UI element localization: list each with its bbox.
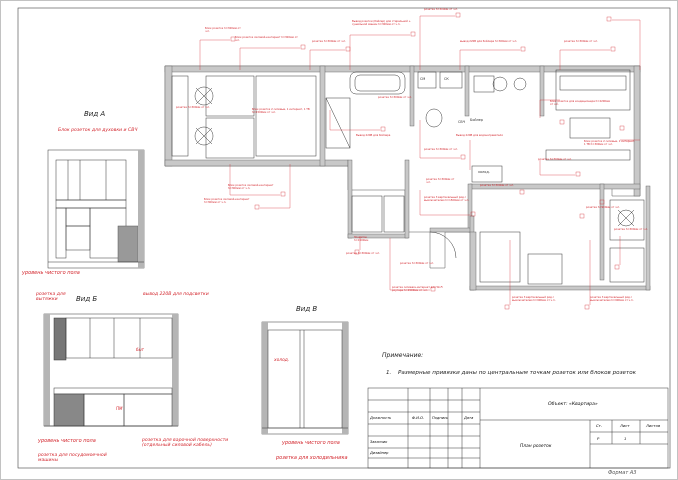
living-furniture xyxy=(513,69,631,161)
tb-sheet-value: 1 xyxy=(624,436,627,441)
view-b-appliance-label: быт xyxy=(136,347,144,352)
callout-bottom-5: розетка силовая+интернет для Wi-Fi роуте… xyxy=(392,286,443,292)
tb-sheets-header: Листов xyxy=(646,423,661,428)
tb-object-label: Объект: «Квартира» xyxy=(548,402,598,407)
callout-top-3: розетка h=300мм от ч.п. xyxy=(312,40,347,43)
callout-bottom-1: Блок розеток силовой+интернет h=300мм от… xyxy=(204,198,250,204)
callout-mid-6: Вывод 220В для бойлера xyxy=(356,134,391,137)
callout-top-5: розетка h=300мм от ч.п. xyxy=(424,8,459,11)
elevation-a xyxy=(47,149,145,269)
callout-bottom-7: розетка h=300мм от ч.п. xyxy=(614,228,649,231)
callout-mid-7: Вывод 220В для водонагревателя xyxy=(456,134,503,137)
view-b-title: Вид Б xyxy=(76,295,98,303)
view-b-cooktop-label: розетка для варочной поверхности (отдель… xyxy=(142,438,229,449)
bathroom-fixtures xyxy=(325,71,508,149)
view-b-hood-label: розетка для вытяжки xyxy=(36,292,66,303)
note-item-text: Размерные привязки даны по центральным т… xyxy=(398,370,637,376)
tb-role-customer: Заказчик xyxy=(370,440,388,444)
view-b-output-label: вывод 220В для подсветки xyxy=(143,292,209,297)
callout-bottom-6: розетка h=300мм от ч.п. xyxy=(400,262,435,265)
tb-sheet-header: Лист xyxy=(620,423,630,428)
view-a-block-label: Блок розеток для духовки и СВЧ xyxy=(58,128,138,133)
callout-mid-5: Блок розеток для кондиционера h=2200мм о… xyxy=(550,100,610,106)
callout-top-4: Вывод розетки (бойлер) для стиральной + … xyxy=(352,20,411,26)
tb-stage-value: Р xyxy=(597,436,600,441)
room-label-sm: СМ xyxy=(420,77,426,81)
view-v-fridge-socket-label: розетка для холодильника xyxy=(276,455,348,461)
view-b-floor-label: уровень чистого пола xyxy=(38,438,96,444)
tb-header-position: Должность xyxy=(370,416,392,420)
lower-bedroom-furniture xyxy=(479,199,645,285)
callout-top-7: розетка h=300мм от ч.п. xyxy=(564,40,599,43)
view-v-floor-label: уровень чистого пола xyxy=(282,440,340,446)
callout-bottom-2: розетка h=300мм от ч.п. xyxy=(480,184,515,187)
tb-role-designer: Дизайнер xyxy=(370,451,389,455)
walls xyxy=(164,65,651,291)
callout-bottom-10: розетка h=900мм от ч.п. xyxy=(586,206,621,209)
callout-top-2: Блок розеток силовой+интернет h=300мм от… xyxy=(235,36,298,42)
callout-mid-4: розетка h=300мм от ч.п. xyxy=(378,96,413,99)
callout-mid-2: розетка h=300мм от ч.п. xyxy=(176,106,211,109)
tb-header-date: Дата xyxy=(464,416,474,420)
hall-fixtures xyxy=(351,165,503,259)
elevation-b xyxy=(43,313,179,427)
view-v-title: Вид В xyxy=(296,305,318,313)
note-heading: Примечание: xyxy=(382,352,424,359)
callout-bottom-9: розетка 3 вертикальный ряд с выключателе… xyxy=(590,296,634,302)
room-label-boiler: Бойлер xyxy=(470,118,484,122)
callout-top-1: Блок розеток h=300мм от ч.п. xyxy=(205,27,241,33)
callout-mid-1: Блок розеток силовой+интернет h=300мм от… xyxy=(228,184,274,190)
callout-mid-9: розетка h=300мм от ч.п. xyxy=(424,148,459,151)
callout-top-6: вывод 220В для бойлера h=300мм от ч.п. xyxy=(460,40,518,43)
view-v-fridge-label: холод. xyxy=(274,358,290,363)
room-label-sk: СК xyxy=(444,77,449,81)
bedroom-furniture xyxy=(171,75,317,159)
callout-bottom-8: розетка 3 вертикальный ряд с выключателе… xyxy=(512,296,556,302)
callout-bottom-3: Эл.щиток h=1500мм xyxy=(354,236,369,242)
tb-stage-header: Ст. xyxy=(596,423,603,428)
elevation-v xyxy=(261,321,349,435)
callout-bottom-4: розетка h=300мм от ч.п. xyxy=(346,252,381,255)
title-block-grid xyxy=(367,387,669,469)
callout-mid-3: Блок розеток 2 силовые, 1 интернет, 1 ТВ… xyxy=(252,108,310,114)
tb-drawing-name: План розеток xyxy=(520,444,552,449)
tb-format: Формат А3 xyxy=(608,470,637,476)
note-item-number: 1. xyxy=(386,370,392,376)
callout-mid-8: Блок розеток 2 силовые, 1 интернет, 1 ТВ… xyxy=(584,140,636,146)
tb-header-name: Ф.И.О. xyxy=(412,416,425,420)
leader-lines xyxy=(199,15,641,305)
callout-mid-11: розетка 3 вертикальный ряд с выключателе… xyxy=(424,196,470,202)
tb-header-signature: Подпись xyxy=(432,416,449,420)
callout-mid-10: розетка h=300мм от ч.п. xyxy=(538,158,573,161)
callout-mid-12: розетка h=300мм от ч.п. xyxy=(426,178,455,184)
room-label-wc: СВЧ xyxy=(458,120,466,124)
view-a-floor-label: уровень чистого пола xyxy=(22,270,80,276)
room-label-cold: холод. xyxy=(478,170,490,174)
view-b-dishwasher-label: розетка для посудомоечной машины xyxy=(38,453,107,464)
socket-markers xyxy=(230,12,625,310)
view-a-title: Вид А xyxy=(84,110,106,118)
view-b-pm-label: ПМ xyxy=(116,406,123,411)
